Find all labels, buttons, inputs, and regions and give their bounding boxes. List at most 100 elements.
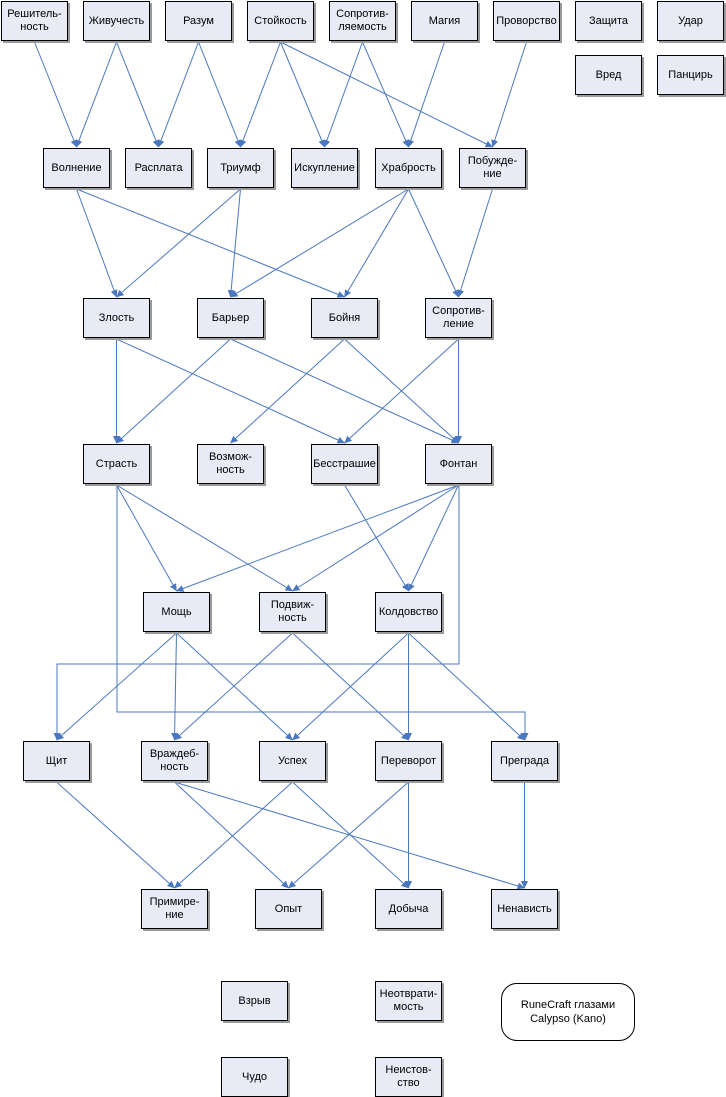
node-besstr[interactable]: Бесстрашие (311, 444, 378, 484)
edge-mosh-vrazh (171, 632, 179, 741)
node-label: Возмож- ность (209, 451, 252, 476)
edge-stoik-iskupl (280, 41, 326, 148)
node-triumf[interactable]: Триумф (207, 148, 274, 188)
node-voln[interactable]: Волнение (43, 148, 110, 188)
node-neist[interactable]: Неистов- ство (375, 1057, 442, 1097)
edge-boinya-fontan (344, 338, 459, 444)
edge-vrazh-nenav (174, 781, 525, 890)
node-label: Стойкость (254, 14, 307, 27)
node-label: Преграда (500, 754, 549, 767)
node-label: Панцирь (668, 68, 713, 81)
node-label: Вред (595, 68, 622, 81)
node-label: Расплата (134, 161, 183, 174)
node-label: Колдовство (378, 605, 439, 618)
node-label: Барьер (211, 311, 250, 324)
node-label: Ненависть (497, 902, 552, 915)
node-mosh[interactable]: Мощь (143, 592, 210, 632)
node-chudo[interactable]: Чудо (221, 1057, 288, 1097)
node-label: Опыт (274, 902, 303, 915)
node-hrabr[interactable]: Храбрость (375, 148, 442, 188)
node-label: Разум (183, 14, 214, 27)
node-label: Бесстрашие (313, 457, 376, 470)
edge-kold-pregr (408, 632, 525, 741)
node-label: Живучесть (88, 14, 145, 27)
node-sopr1[interactable]: Сопротив- ляемость (329, 1, 396, 41)
edge-zhiv-voln (75, 41, 117, 148)
node-vred[interactable]: Вред (575, 55, 642, 95)
author-note-text: RuneCraft глазами Calypso (Kano) (520, 999, 616, 1025)
node-stoik[interactable]: Стойкость (247, 1, 314, 41)
node-label: Триумф (220, 161, 261, 174)
node-vzryv[interactable]: Взрыв (221, 981, 288, 1021)
node-strast[interactable]: Страсть (83, 444, 150, 484)
node-zlost[interactable]: Злость (83, 298, 150, 338)
node-zash[interactable]: Защита (575, 1, 642, 41)
edge-uspeh-primir (174, 781, 293, 889)
node-udar[interactable]: Удар (657, 1, 724, 41)
node-pobuzh[interactable]: Побужде- ние (459, 148, 526, 188)
node-neotvr[interactable]: Неотврати- мость (375, 981, 442, 1021)
node-resh[interactable]: Решитель- ность (1, 1, 68, 41)
node-label: Удар (678, 14, 703, 27)
node-label: Побужде- ние (467, 155, 518, 180)
node-boinya[interactable]: Бойня (311, 298, 378, 338)
node-label: Бойня (328, 311, 361, 324)
node-shit[interactable]: Щит (23, 741, 90, 781)
node-label: Магия (428, 14, 461, 27)
edge-fontan-podv (292, 484, 459, 592)
node-label: Решитель- ность (7, 8, 62, 33)
node-dobycha[interactable]: Добыча (375, 889, 442, 929)
node-primir[interactable]: Примире- ние (141, 889, 208, 929)
node-panc[interactable]: Панцирь (657, 55, 724, 95)
node-fontan[interactable]: Фонтан (425, 444, 492, 484)
node-sopr2[interactable]: Сопротив- ление (425, 298, 492, 338)
edge-zhiv-raspl (116, 41, 160, 148)
edge-sopr2-besstr (344, 338, 459, 444)
node-barier[interactable]: Барьер (197, 298, 264, 338)
edge-mosh-shit (56, 632, 177, 741)
edge-voln-zlost (76, 188, 118, 298)
node-label: Сопротив- ляемость (336, 8, 389, 33)
node-label: Неистов- ство (385, 1064, 432, 1089)
node-nenav[interactable]: Ненависть (491, 889, 558, 929)
edge-podv-perev (292, 632, 409, 741)
node-zhiv[interactable]: Живучесть (83, 1, 150, 41)
node-iskupl[interactable]: Искупление (291, 148, 358, 188)
node-vozm[interactable]: Возмож- ность (197, 444, 264, 484)
edge-podv-vrazh (174, 632, 293, 741)
node-label: Страсть (95, 457, 138, 470)
node-label: Враждеб- ность (149, 748, 200, 773)
edge-pobuzh-sopr2 (457, 188, 493, 298)
edge-vrazh-opyt (174, 781, 289, 889)
node-label: Подвиж- ность (270, 599, 315, 624)
node-label: Сопротив- ление (432, 305, 485, 330)
node-perev[interactable]: Переворот (375, 741, 442, 781)
node-pregr[interactable]: Преграда (491, 741, 558, 781)
edge-triumf-barier (227, 188, 241, 298)
node-label: Фонтан (439, 457, 478, 470)
edge-stoik-pobuzh (280, 41, 493, 148)
node-raspl[interactable]: Расплата (125, 148, 192, 188)
node-vrazh[interactable]: Враждеб- ность (141, 741, 208, 781)
node-podv[interactable]: Подвиж- ность (259, 592, 326, 632)
node-provor[interactable]: Проворство (493, 1, 560, 41)
edge-stoik-triumf (239, 41, 281, 148)
node-label: Неотврати- мость (379, 988, 438, 1013)
node-label: Взрыв (238, 994, 271, 1007)
node-magia[interactable]: Магия (411, 1, 478, 41)
node-uspeh[interactable]: Успех (259, 741, 326, 781)
node-razum[interactable]: Разум (165, 1, 232, 41)
edge-fontan-mosh (176, 484, 459, 592)
edge-provor-pobuzh (491, 41, 527, 148)
node-label: Злость (98, 311, 135, 324)
node-kold[interactable]: Колдовство (375, 592, 442, 632)
edge-shit-primir (56, 781, 175, 889)
edge-perev-opyt (288, 781, 409, 889)
edge-voln-boinya (76, 188, 345, 298)
edge-sopr1-iskupl (323, 41, 363, 148)
edge-barier-fontan (230, 338, 459, 444)
node-opyt[interactable]: Опыт (255, 889, 322, 929)
edge-hrabr-sopr2 (408, 188, 459, 298)
edge-magia-hrabr (407, 41, 445, 148)
edge-boinya-vozm (230, 338, 345, 444)
